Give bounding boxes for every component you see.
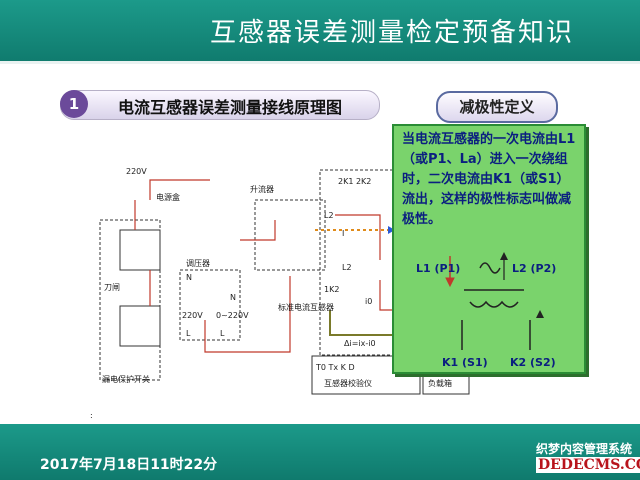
v220-top-label: 220V xyxy=(126,167,147,176)
knife-switch-box xyxy=(119,229,161,271)
knife-switch-label: 刀闸 xyxy=(104,283,120,292)
leakage-switch-label: 漏电保护开关 xyxy=(102,374,150,384)
header-rule xyxy=(0,61,640,64)
load-box-label: 负载箱 xyxy=(428,378,452,388)
i0-label: i0 xyxy=(365,297,372,306)
terminals-label: T0 Tx K D xyxy=(315,363,355,372)
colon-label: : xyxy=(90,411,93,420)
v220-side-label: 220V xyxy=(182,311,203,320)
n2-label: N xyxy=(230,293,236,302)
polarity-diagram: L1 (P1) L2 (P2) K1 (S1) K2 (S2) xyxy=(416,252,556,369)
footer-date: 2017年7月18日11时22分 xyxy=(40,457,218,473)
section-title: 电流互感器误差测量接线原理图 xyxy=(118,98,343,117)
power-box-label: 电源盒 xyxy=(156,192,180,202)
l2p2-label: L2 (P2) xyxy=(512,262,556,275)
l1p1-label: L1 (P1) xyxy=(416,262,460,275)
step-up-outline xyxy=(254,199,326,271)
l2-top-label: L2 xyxy=(324,211,334,220)
k2s2-label: K2 (S2) xyxy=(510,356,556,369)
brand-site: DEDECMS.COM xyxy=(536,457,640,473)
callout-title: 减极性定义 xyxy=(436,91,558,123)
footer-bar: 2017年7月18日11时22分 xyxy=(0,424,640,480)
calibrator-label: 互感器校验仪 xyxy=(324,378,372,388)
leakage-switch-box xyxy=(119,305,161,347)
n1-label: N xyxy=(186,273,192,282)
section-pill xyxy=(60,90,380,120)
brand-watermark: 织梦内容管理系统 DEDECMS.COM xyxy=(536,440,640,476)
l2-mid-label: L2 xyxy=(342,263,352,272)
regulator-outline xyxy=(179,269,241,341)
v0-220-label: 0~220V xyxy=(216,311,249,320)
brand-name: 织梦内容管理系统 xyxy=(536,442,633,456)
page-title: 互感器误差测量检定预备知识 xyxy=(210,18,575,48)
calibrator-box xyxy=(311,355,421,395)
delta-label: Δi=ix-i0 xyxy=(344,339,376,348)
i-label: I xyxy=(342,229,344,238)
step-up-label: 升流器 xyxy=(250,184,274,194)
wiring-diagram: 220V 电源盒 刀闸 漏电保护开关 升流器 调压器 220V 0~220V N… xyxy=(90,167,470,420)
std-ct-label: 标准电流互感器 xyxy=(278,302,334,312)
k1s1-label: K1 (S1) xyxy=(442,356,488,369)
header-bar: 互感器误差测量检定预备知识 xyxy=(0,0,640,64)
polarity-callout: 当电流互感器的一次电流由L1（或P1、La）进入一次绕组时，二次电流由K1（或S… xyxy=(392,124,586,374)
k2k2-label: 2K1 2K2 xyxy=(338,177,371,186)
section-number: 1 xyxy=(60,90,88,118)
k1-label: 1K2 xyxy=(324,285,339,294)
l2-label: L xyxy=(220,329,225,338)
callout-text: 当电流互感器的一次电流由L1（或P1、La）进入一次绕组时，二次电流由K1（或S… xyxy=(402,132,576,227)
power-box-outline xyxy=(99,219,161,381)
l1-label: L xyxy=(186,329,191,338)
regulator-label: 调压器 xyxy=(186,259,210,268)
